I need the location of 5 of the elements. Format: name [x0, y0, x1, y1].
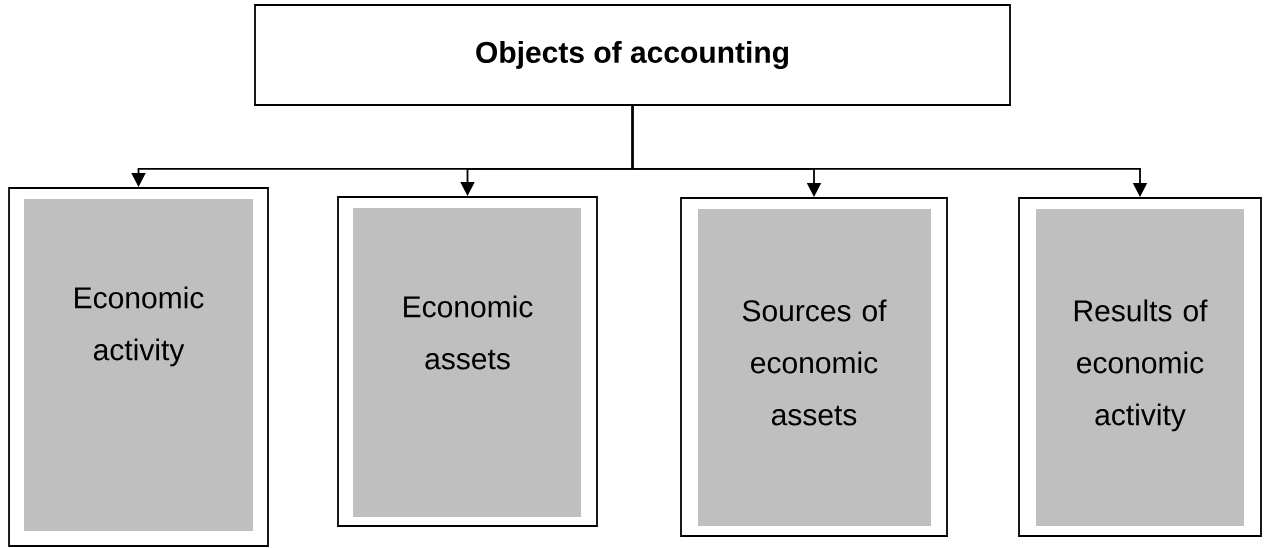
category-box: Economic assets	[337, 196, 598, 527]
category-box: Results of economic activity	[1018, 197, 1262, 537]
category-box: Sources of economic assets	[680, 197, 948, 537]
title-box: Objects of accounting	[254, 4, 1011, 106]
category-box: Economic activity	[8, 187, 269, 547]
